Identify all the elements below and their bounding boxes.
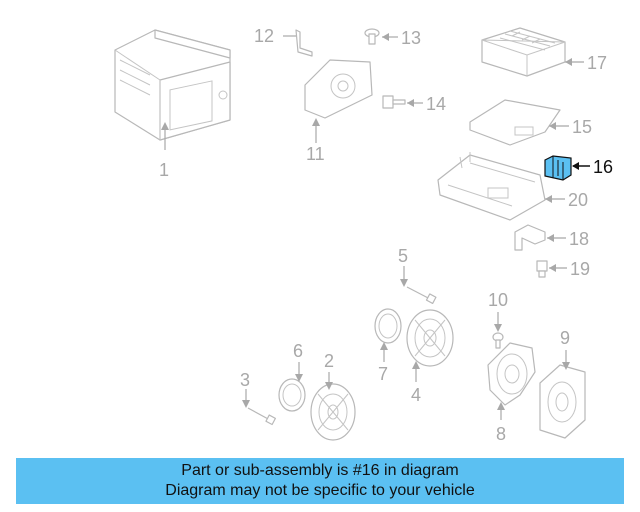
callout-17[interactable]: 17 <box>587 53 607 73</box>
part-18-bracket[interactable] <box>514 224 546 251</box>
callout-10[interactable]: 10 <box>488 290 508 310</box>
callout-19[interactable]: 19 <box>570 259 590 279</box>
callout-15[interactable]: 15 <box>572 117 592 137</box>
callout-13[interactable]: 13 <box>401 28 421 48</box>
arrow-17 <box>565 58 572 66</box>
part-13-clip[interactable] <box>364 28 380 45</box>
callout-12[interactable]: 12 <box>254 26 274 46</box>
callout-18[interactable]: 18 <box>569 229 589 249</box>
callout-14[interactable]: 14 <box>426 94 446 114</box>
part-15-plate[interactable] <box>469 99 561 146</box>
arrow-15 <box>549 122 556 130</box>
callout-4[interactable]: 4 <box>411 385 421 405</box>
part-12-bracket[interactable] <box>295 29 313 57</box>
part-19-screw[interactable] <box>536 260 548 278</box>
arrow-4 <box>412 361 420 369</box>
arrow-8 <box>497 402 505 410</box>
arrow-5 <box>400 279 408 287</box>
callout-2[interactable]: 2 <box>324 351 334 371</box>
callout-3[interactable]: 3 <box>240 370 250 390</box>
part-7-ring[interactable] <box>374 308 402 344</box>
arrow-16 <box>572 162 579 170</box>
arrow-9 <box>562 362 570 370</box>
callout-1[interactable]: 1 <box>159 160 169 180</box>
arrow-6 <box>295 374 303 382</box>
arrow-7 <box>380 342 388 350</box>
callout-7[interactable]: 7 <box>378 364 388 384</box>
part-8-housing[interactable] <box>487 342 536 406</box>
callout-11[interactable]: 11 <box>306 144 325 164</box>
part-3-bolt[interactable] <box>247 407 277 426</box>
callout-8[interactable]: 8 <box>496 424 506 444</box>
arrow-1 <box>161 122 169 130</box>
arrow-2 <box>325 382 333 390</box>
part-20-tray[interactable] <box>437 152 546 221</box>
part-10-screw[interactable] <box>492 332 504 349</box>
part-11-cover[interactable] <box>304 59 373 119</box>
part-14-screw[interactable] <box>382 95 406 109</box>
callout-9[interactable]: 9 <box>560 328 570 348</box>
callout-20[interactable]: 20 <box>568 190 588 210</box>
part-17-module[interactable] <box>481 27 566 77</box>
part-5-bolt[interactable] <box>406 286 437 305</box>
part-6-ring[interactable] <box>278 378 306 412</box>
arrow-19 <box>549 264 556 272</box>
part-4-speaker[interactable] <box>406 309 454 367</box>
arrow-14 <box>407 99 414 107</box>
part-9-speaker-box[interactable] <box>539 364 586 439</box>
callout-16[interactable]: 16 <box>593 157 613 177</box>
parts-diagram: 1 12 13 11 14 17 15 <box>114 26 613 444</box>
arrow-11 <box>312 118 320 126</box>
banner-disclaimer-line: Diagram may not be specific to your vehi… <box>165 482 475 499</box>
part-2-speaker[interactable] <box>310 383 356 441</box>
arrow-13 <box>382 33 389 41</box>
arrow-18 <box>547 234 554 242</box>
callout-6[interactable]: 6 <box>293 341 303 361</box>
arrow-10 <box>494 324 502 332</box>
callout-5[interactable]: 5 <box>398 246 408 266</box>
part-16-highlighted[interactable] <box>544 155 572 181</box>
banner-part-line: Part or sub-assembly is #16 in diagram <box>181 462 459 479</box>
arrow-3 <box>242 400 250 408</box>
arrow-20 <box>545 195 552 203</box>
info-banner: Part or sub-assembly is #16 in diagram D… <box>16 458 624 504</box>
part-1-head-unit[interactable] <box>114 29 231 141</box>
